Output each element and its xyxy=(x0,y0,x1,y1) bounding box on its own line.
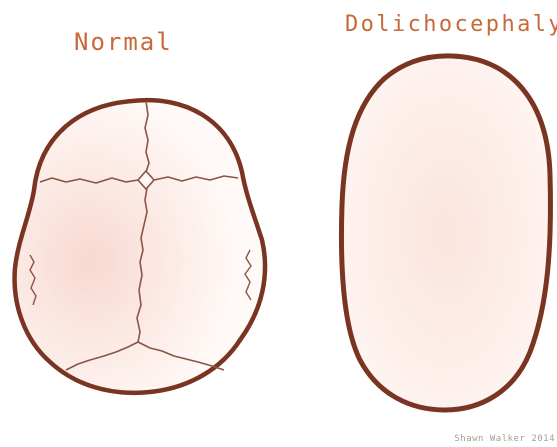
dolichocephaly-skull-outline xyxy=(341,56,550,410)
artist-credit: Shawn Walker 2014 xyxy=(454,434,555,444)
normal-label: Normal xyxy=(74,28,173,56)
normal-skull xyxy=(15,100,265,393)
dolichocephaly-label: Dolichocephaly xyxy=(345,12,557,37)
normal-skull-outline xyxy=(15,100,265,393)
dolichocephaly-skull xyxy=(341,56,550,410)
